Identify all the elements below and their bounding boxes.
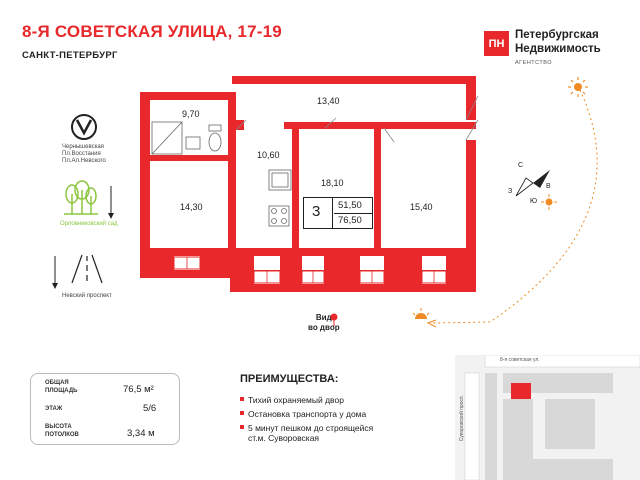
logo-caption: АГЕНТСТВО (515, 60, 553, 66)
room-area-mid: 18,10 (321, 178, 344, 188)
logo-line-2: Недвижимость (515, 43, 601, 55)
sunset-icon (412, 308, 430, 319)
total-area: 76,50 (338, 215, 362, 226)
compass-south: Ю (530, 198, 538, 205)
ceiling-label-1: ВЫСОТА (45, 424, 72, 430)
logo-line-1: Петербургская (515, 29, 599, 41)
benefit-item: Тихий охраняемый двор (240, 395, 344, 405)
floor-value: 5/6 (143, 403, 157, 414)
page-title: 8-Я СОВЕТСКАЯ УЛИЦА, 17-19 (22, 22, 282, 41)
room-area-bath: 9,70 (182, 109, 200, 119)
compass-rose (515, 170, 550, 197)
room-count: 3 (312, 203, 321, 220)
compass-west: З (508, 188, 513, 195)
agency-logo-mark: ПН (484, 31, 509, 56)
avenue-road-icon (71, 254, 103, 283)
metro-station-2: Пл.Восстания (62, 151, 101, 157)
sun-icon (568, 77, 588, 97)
garden-label: Орловниковский сад (60, 221, 118, 227)
floor-label: ЭТАЖ (45, 406, 63, 412)
benefits-title: ПРЕИМУЩЕСТВА: (240, 373, 339, 385)
metro-icon (71, 114, 97, 140)
location-minimap (455, 355, 640, 480)
arrow-down-icon (108, 186, 114, 219)
ceiling-label-2: ПОТОЛКОВ (45, 432, 79, 438)
compass-north: С (518, 162, 524, 169)
view-line-2: во двор (308, 323, 340, 332)
location-pin-icon (330, 313, 338, 326)
room-area-right: 15,40 (410, 202, 433, 212)
benefit-item-cont: ст.м. Суворовская (248, 433, 320, 443)
city-label: САНКТ-ПЕТЕРБУРГ (22, 50, 118, 61)
area-label-2: ПЛОЩАДЬ (45, 388, 78, 394)
benefit-item: 5 минут пешком до строящейся (240, 423, 373, 433)
room-area-left: 14,30 (180, 202, 203, 212)
avenue-label: Невский проспект (62, 293, 112, 299)
ceiling-value: 3,34 м (127, 428, 155, 439)
street-label-side: Суворовский просп. (459, 395, 465, 442)
room-area-kitchen: 10,60 (257, 150, 280, 160)
room-area-hall: 13,40 (317, 96, 340, 106)
arrow-down-icon (52, 256, 58, 289)
benefit-item: Остановка транспорта у дома (240, 409, 366, 419)
street-label-top: 8-я советская ул. (500, 357, 540, 363)
apartment-badge: 3 51,50 76,50 (303, 197, 373, 229)
sun-path (426, 89, 598, 328)
view-line-1: Вид (315, 313, 332, 322)
garden-trees-icon (64, 180, 98, 215)
sun-icon (541, 194, 557, 210)
view-label: Вид во двор (308, 313, 340, 333)
area-value: 76,5 м² (123, 384, 154, 395)
compass-east: В (546, 183, 551, 190)
metro-station-3: Пл.Ал.Невского (62, 158, 106, 164)
apartment-info-box: ОБЩАЯ ПЛОЩАДЬ 76,5 м² ЭТАЖ 5/6 ВЫСОТА ПО… (30, 373, 180, 445)
living-area: 51,50 (338, 200, 362, 211)
area-label-1: ОБЩАЯ (45, 380, 69, 386)
metro-station-1: Чернышевская (62, 144, 104, 150)
